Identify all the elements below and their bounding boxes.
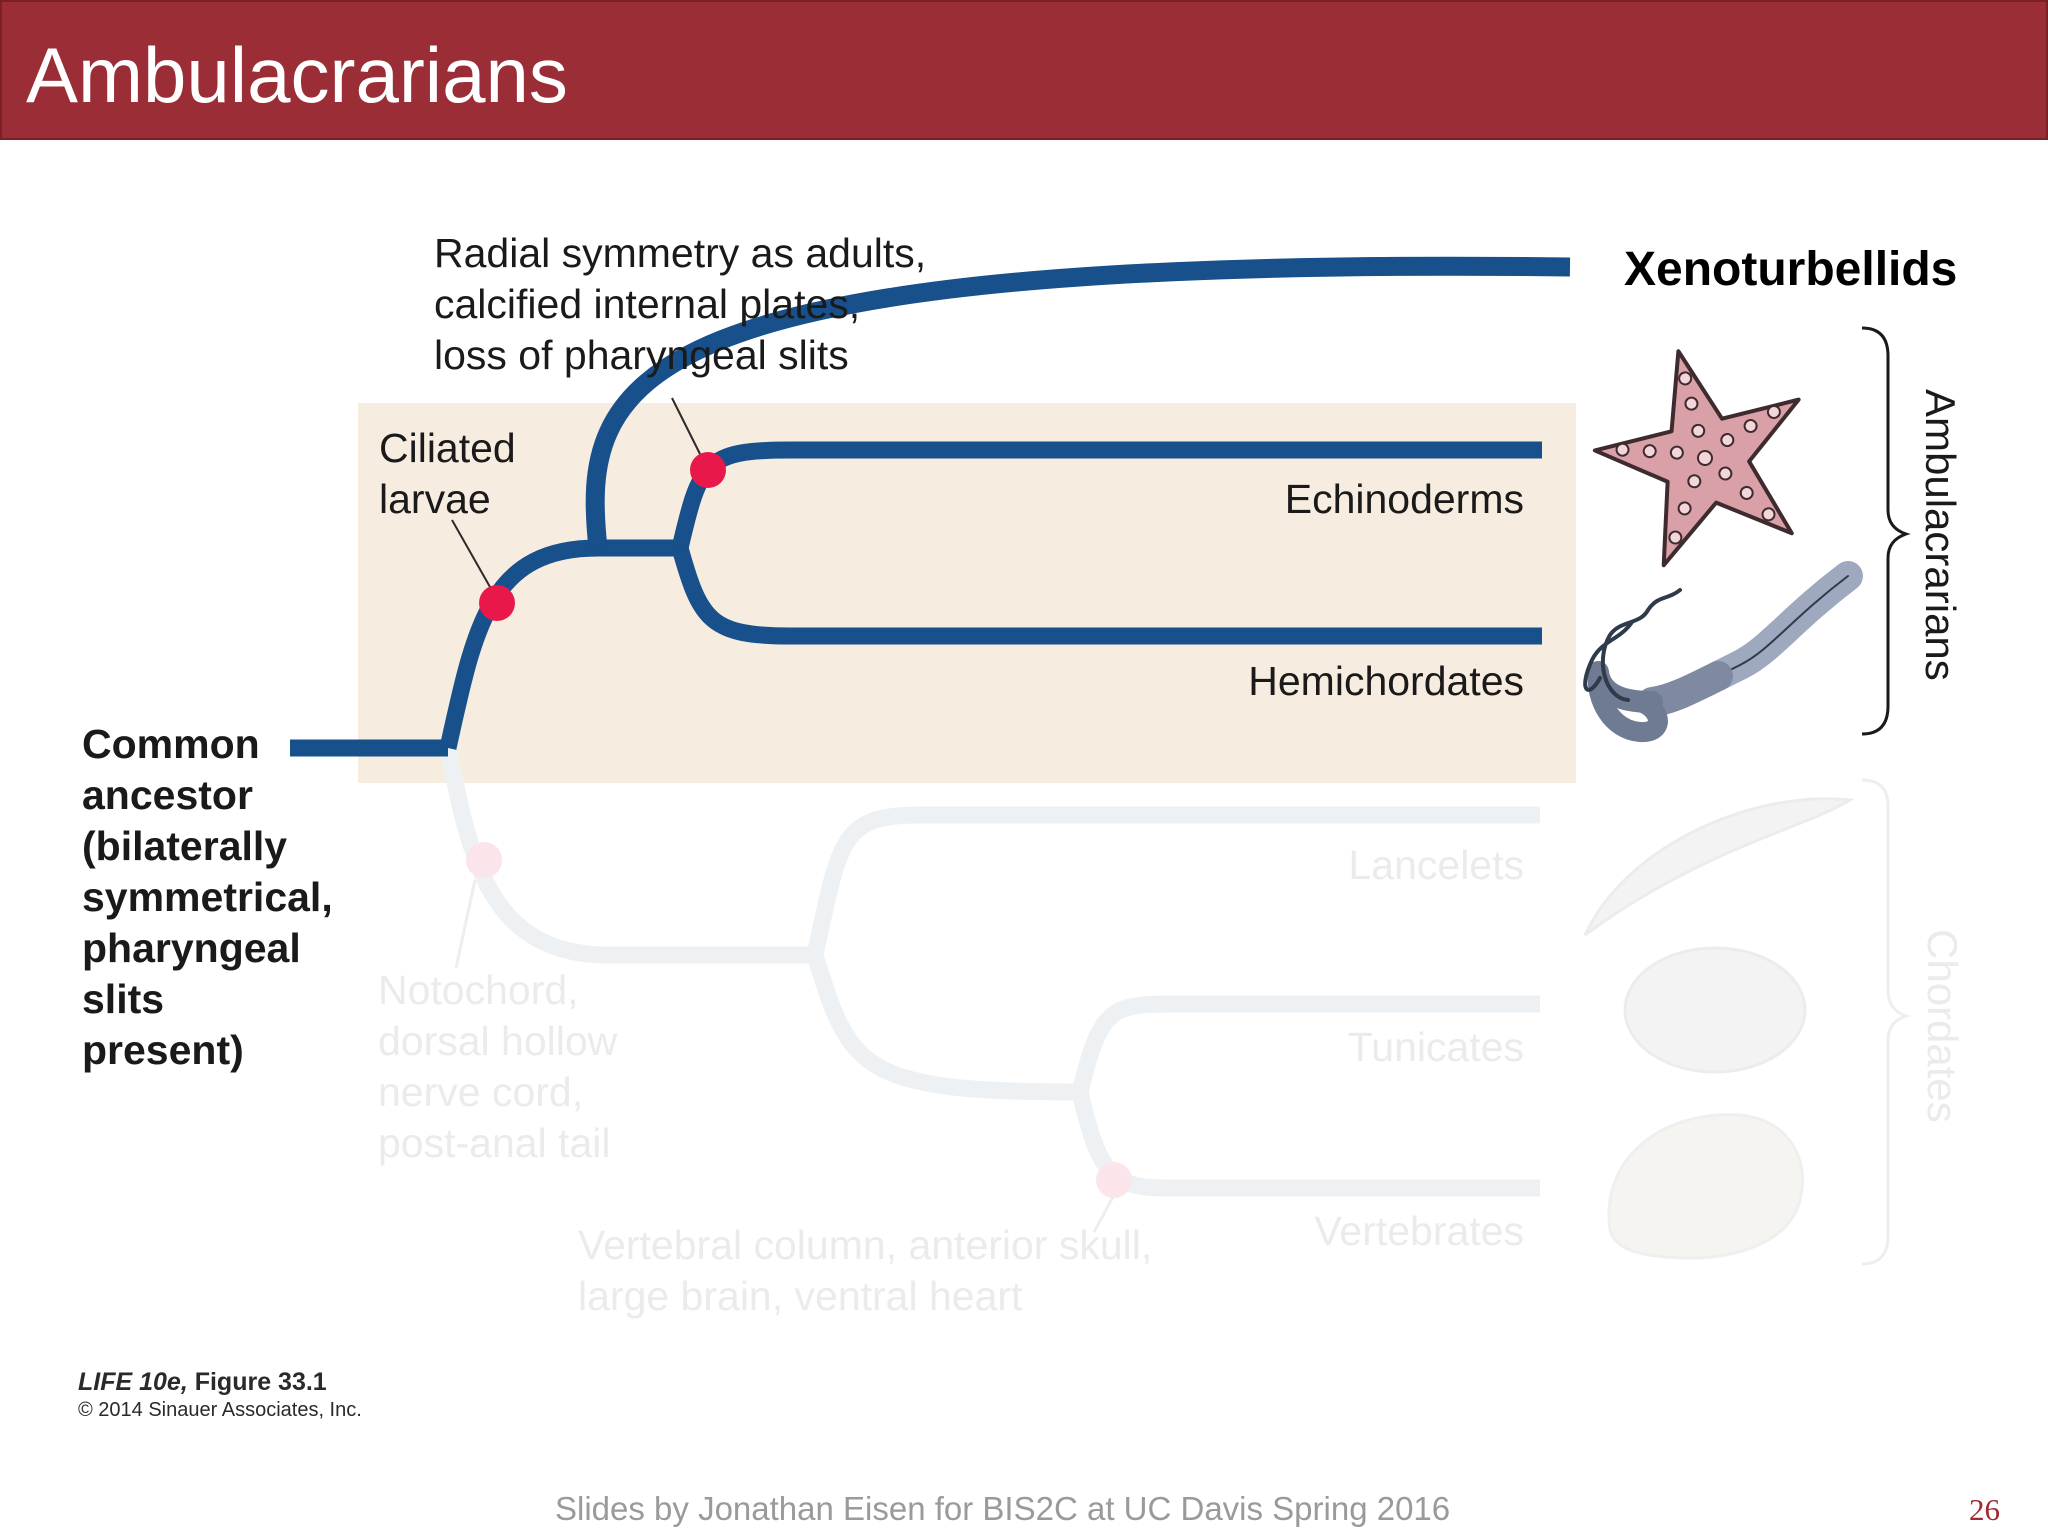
- slide-title: Ambulacrarians: [26, 31, 568, 119]
- credit-book: LIFE 10e,: [78, 1368, 188, 1396]
- vertebral-label: Vertebral column, anterior skull, large …: [578, 1222, 1153, 1319]
- starfish-icon: [1592, 349, 1801, 568]
- lancelet-icon: [1583, 797, 1855, 937]
- ambulacrarian-bracket: [1861, 326, 1911, 736]
- ciliated-synapomorphy-marker: [479, 585, 515, 621]
- credit-figure: Figure 33.1: [187, 1368, 327, 1396]
- vertebral-pointer: [1092, 1194, 1116, 1233]
- ambulacrarian-highlight: [358, 403, 1576, 783]
- notochord-label: Notochord, dorsal hollow nerve cord, pos…: [378, 967, 618, 1166]
- slide-footer: Slides by Jonathan Eisen for BIS2C at UC…: [555, 1490, 1451, 1527]
- tunicates-label: Tunicates: [1347, 1024, 1524, 1070]
- credit-copyright: © 2014 Sinauer Associates, Inc.: [78, 1399, 362, 1421]
- chordate-bracket: [1861, 778, 1911, 1266]
- echinoderms-label: Echinoderms: [1284, 476, 1524, 522]
- radial-pointer: [671, 397, 701, 455]
- radial-symmetry-label: Radial symmetry as adults, calcified int…: [434, 230, 927, 378]
- title-bar: Ambulacrarians: [0, 0, 2048, 140]
- page-number: 26: [1969, 1492, 2000, 1527]
- ciliated-larvae-label: Ciliated larvae: [379, 425, 516, 522]
- figure-credit: LIFE 10e, Figure 33.1 © 2014 Sinauer Ass…: [78, 1368, 362, 1422]
- ciliated-pointer: [451, 519, 495, 595]
- vertebral-synapomorphy-marker: [1096, 1162, 1132, 1198]
- notochord-synapomorphy-marker: [466, 842, 502, 878]
- notochord-pointer: [454, 879, 477, 969]
- frog-icon: [1607, 1113, 1804, 1260]
- acorn-worm-icon: [1583, 561, 1863, 742]
- tunicate-icon: [1623, 946, 1807, 1074]
- ambulacrarians-group-label: Ambulacrarians: [1917, 389, 1964, 681]
- figure-credit-title: LIFE 10e, Figure 33.1: [78, 1368, 362, 1397]
- vertebrates-label: Vertebrates: [1314, 1208, 1524, 1254]
- radial-synapomorphy-marker: [690, 452, 726, 488]
- lancelets-label: Lancelets: [1348, 842, 1524, 888]
- chordates-group-label: Chordates: [1919, 929, 1966, 1123]
- common-ancestor-label: Common ancestor (bilaterally symmetrical…: [82, 721, 333, 1073]
- xenoturbellids-label: Xenoturbellids: [1624, 243, 1958, 296]
- hemichordates-label: Hemichordates: [1248, 658, 1524, 704]
